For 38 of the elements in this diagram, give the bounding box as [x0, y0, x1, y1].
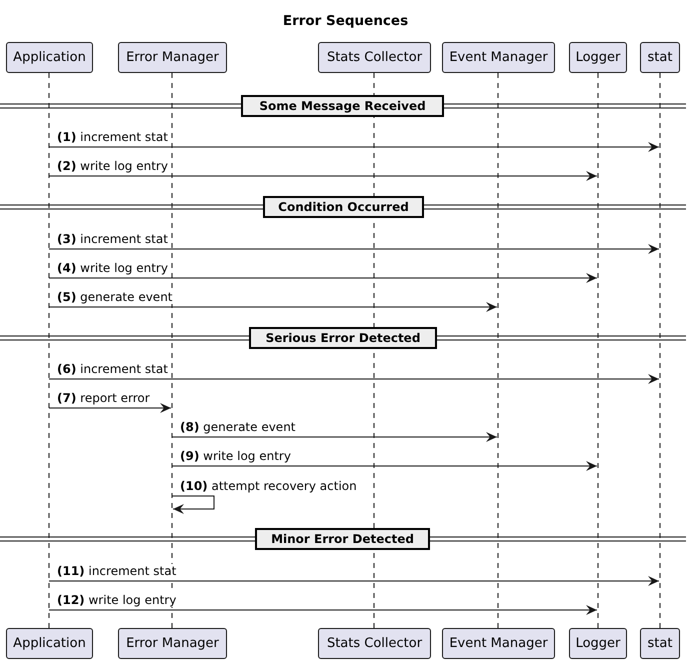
message-label: (1) increment stat — [57, 130, 168, 144]
message-arrow — [48, 244, 660, 254]
self-message-arrow — [172, 496, 214, 514]
message-arrow — [48, 142, 660, 152]
message-label: (11) increment stat — [57, 564, 176, 578]
participant-box: Event Manager — [442, 628, 555, 659]
message-arrow — [48, 302, 498, 312]
message-arrow — [48, 374, 660, 384]
message-label: (12) write log entry — [57, 593, 176, 607]
participant-box: stat — [640, 42, 680, 73]
message-arrow — [48, 403, 172, 413]
message-arrow — [48, 273, 598, 283]
message-arrow — [172, 461, 598, 471]
participant-box: stat — [640, 628, 680, 659]
participant-box: Application — [6, 628, 93, 659]
message-label: (9) write log entry — [180, 449, 291, 463]
message-label: (2) write log entry — [57, 159, 168, 173]
participant-box: Stats Collector — [318, 628, 431, 659]
participant-box: Stats Collector — [318, 42, 431, 73]
message-arrow — [48, 576, 660, 586]
message-label: (5) generate event — [57, 290, 172, 304]
diagram-title: Error Sequences — [282, 13, 410, 29]
message-label: (10) attempt recovery action — [180, 479, 357, 493]
participant-box: Error Manager — [118, 628, 227, 659]
participant-box: Application — [6, 42, 93, 73]
message-label: (7) report error — [57, 391, 150, 405]
participant-box: Logger — [569, 628, 627, 659]
message-label: (6) increment stat — [57, 362, 168, 376]
lifeline — [48, 72, 50, 628]
message-arrow — [48, 171, 598, 181]
message-arrow — [48, 605, 598, 615]
participant-box: Error Manager — [118, 42, 227, 73]
message-label: (3) increment stat — [57, 232, 168, 246]
participant-box: Logger — [569, 42, 627, 73]
message-arrow — [172, 432, 498, 442]
message-label: (4) write log entry — [57, 261, 168, 275]
participant-box: Event Manager — [442, 42, 555, 73]
message-label: (8) generate event — [180, 420, 296, 434]
